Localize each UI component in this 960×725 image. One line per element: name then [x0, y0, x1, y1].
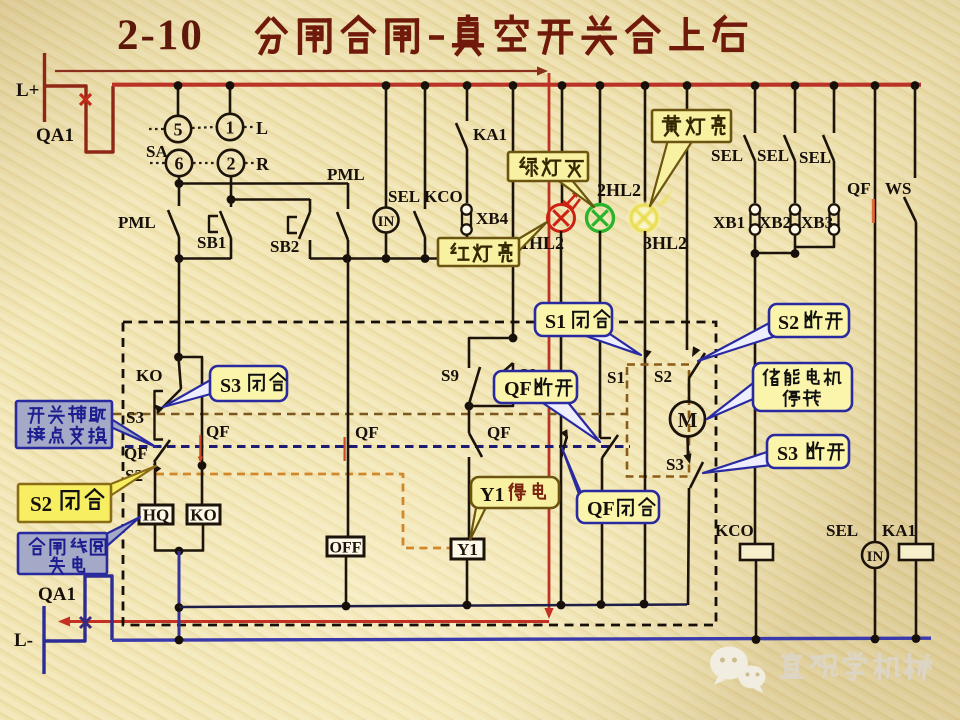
- svg-text:QF: QF: [847, 179, 871, 198]
- svg-text:QF: QF: [504, 378, 532, 400]
- svg-text:PML: PML: [118, 213, 156, 232]
- svg-text:SEL: SEL: [757, 146, 789, 165]
- svg-text:L-: L-: [14, 630, 33, 651]
- svg-text:KA1: KA1: [473, 125, 507, 144]
- svg-text:L: L: [256, 118, 268, 138]
- svg-text:SB1: SB1: [197, 233, 226, 252]
- svg-text:OFF: OFF: [330, 540, 362, 557]
- svg-text:KA1: KA1: [882, 521, 916, 540]
- svg-text:SEL: SEL: [799, 148, 831, 167]
- svg-text:M: M: [678, 408, 698, 432]
- svg-text:S2: S2: [778, 312, 799, 334]
- svg-text:S9: S9: [441, 366, 459, 385]
- svg-text:1: 1: [226, 118, 235, 138]
- svg-text:KO: KO: [190, 506, 216, 525]
- svg-text:S2: S2: [30, 492, 52, 516]
- svg-text:2-10: 2-10: [117, 12, 204, 59]
- svg-text:PML: PML: [327, 165, 365, 184]
- svg-text:SEL: SEL: [826, 521, 858, 540]
- svg-text:2HL2: 2HL2: [597, 180, 641, 200]
- svg-text:XB1: XB1: [713, 213, 745, 232]
- svg-text:L+: L+: [16, 80, 40, 101]
- svg-text:WS: WS: [885, 179, 911, 198]
- svg-text:SB2: SB2: [270, 237, 299, 256]
- svg-text:XB3: XB3: [801, 213, 833, 232]
- svg-text:S3: S3: [666, 455, 684, 474]
- svg-text:3HL2: 3HL2: [643, 233, 687, 253]
- svg-text:XB4: XB4: [476, 209, 509, 228]
- svg-text:IN: IN: [378, 214, 395, 230]
- svg-text:QA1: QA1: [38, 584, 76, 605]
- svg-text:5: 5: [174, 120, 183, 140]
- svg-text:Y1: Y1: [457, 540, 478, 559]
- svg-text:QF: QF: [487, 423, 511, 442]
- svg-text:2: 2: [227, 154, 236, 174]
- svg-text:KO: KO: [136, 366, 162, 385]
- svg-text:QF: QF: [124, 444, 148, 463]
- svg-text:QA1: QA1: [36, 125, 74, 146]
- svg-text:KCO: KCO: [715, 521, 754, 540]
- svg-text:XB2: XB2: [759, 213, 791, 232]
- svg-text:QF: QF: [587, 498, 615, 520]
- svg-text:KCO: KCO: [424, 187, 463, 206]
- svg-text:S3: S3: [126, 408, 144, 427]
- svg-text:Y1: Y1: [480, 484, 504, 506]
- svg-text:S1: S1: [545, 311, 566, 333]
- svg-text:S1: S1: [607, 368, 625, 387]
- svg-text:SEL: SEL: [711, 146, 743, 165]
- svg-text:IN: IN: [867, 549, 884, 565]
- svg-text:S3: S3: [777, 443, 798, 465]
- svg-text:QF: QF: [355, 423, 379, 442]
- svg-text:HQ: HQ: [143, 506, 169, 525]
- svg-text:6: 6: [175, 154, 184, 174]
- svg-text:SEL: SEL: [388, 187, 420, 206]
- svg-text:SA: SA: [146, 142, 168, 161]
- svg-text:R: R: [256, 154, 270, 174]
- svg-text:S2: S2: [654, 367, 672, 386]
- svg-text:S3: S3: [220, 375, 241, 397]
- svg-text:QF: QF: [206, 422, 230, 441]
